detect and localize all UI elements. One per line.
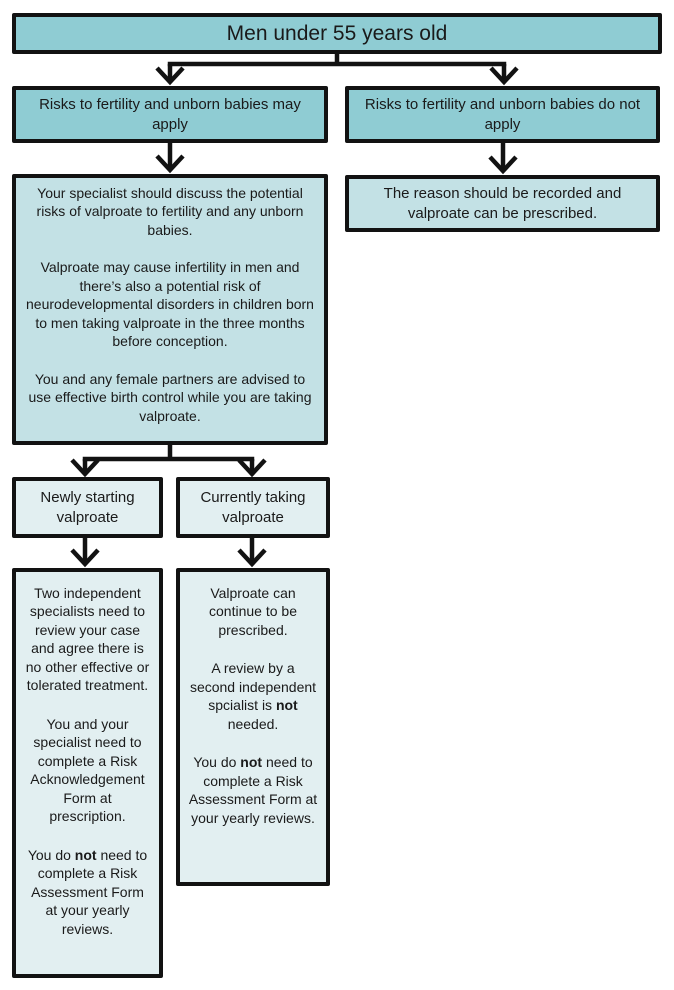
paragraph: A review by a second independent spciali… — [189, 660, 317, 732]
paragraph: Two independent specialists need to revi… — [25, 585, 150, 694]
node-currently-taking: Currently taking valproate — [176, 477, 330, 538]
paragraph: You and any female partners are advised … — [28, 370, 312, 424]
node-risks-do-not-apply: Risks to fertility and unborn babies do … — [345, 86, 660, 143]
node-reason-recorded: The reason should be recorded and valpro… — [345, 175, 660, 232]
node-label: Newly starting valproate — [40, 488, 135, 526]
paragraph: Valproate may cause infertility in men a… — [26, 259, 314, 350]
arrowhead-to-specialist — [155, 154, 185, 174]
arrowhead-to-may-apply — [155, 66, 185, 86]
node-currently-taking-details: Valproate can continue to be prescribed.… — [176, 568, 330, 886]
node-label: Currently taking valproate — [200, 488, 306, 526]
node-risks-may-apply: Risks to fertility and unborn babies may… — [12, 86, 328, 143]
node-label: The reason should be recorded and valpro… — [383, 184, 622, 222]
node-newly-starting: Newly starting valproate — [12, 477, 163, 538]
node-label: Men under 55 years old — [226, 21, 448, 45]
node-label: Risks to fertility and unborn babies may… — [39, 95, 301, 133]
paragraph: Your specialist should discuss the poten… — [36, 185, 304, 238]
node-newly-starting-details: Two independent specialists need to revi… — [12, 568, 163, 978]
arrowhead-to-currently — [237, 458, 267, 478]
arrowhead-to-newly — [70, 458, 100, 478]
node-specialist-discussion: Your specialist should discuss the poten… — [12, 174, 328, 445]
paragraph: You and your specialist need to complete… — [30, 715, 145, 825]
paragraph: You do not need to complete a Risk Asses… — [188, 754, 318, 826]
paragraph: Valproate can continue to be prescribed. — [209, 585, 297, 638]
node-label: Risks to fertility and unborn babies do … — [364, 95, 641, 133]
arrowhead-to-currently-details — [237, 548, 267, 568]
node-men-under-55: Men under 55 years old — [12, 13, 662, 54]
paragraph: You do not need to complete a Risk Asses… — [27, 846, 148, 937]
arrowhead-to-not-apply — [489, 66, 519, 86]
arrowhead-to-reason — [488, 155, 518, 175]
arrowhead-to-newly-details — [70, 548, 100, 568]
